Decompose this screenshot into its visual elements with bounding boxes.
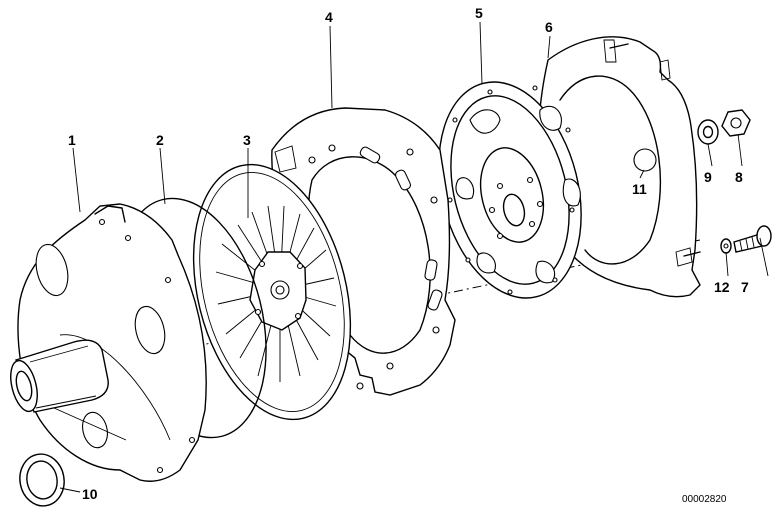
part-1-input-shaft — [10, 339, 109, 413]
callout-11: 11 — [632, 181, 647, 197]
callout-7: 7 — [741, 279, 749, 295]
callout-4: 4 — [325, 9, 333, 25]
callout-labels: 1 2 3 4 5 6 7 8 9 10 11 12 — [68, 5, 749, 502]
callout-10: 10 — [82, 486, 98, 502]
part-10-seal-ring — [19, 453, 65, 507]
callout-2: 2 — [156, 132, 164, 148]
callout-3: 3 — [243, 132, 251, 148]
drawing-reference-number: 00002820 — [682, 494, 727, 505]
part-7-bolt — [733, 225, 772, 253]
part-8-nut — [721, 109, 751, 137]
leader-lines — [59, 21, 769, 493]
part-9-washer — [697, 119, 719, 145]
part-3-clutch-disc — [192, 163, 352, 421]
callout-6: 6 — [545, 19, 553, 35]
callout-8: 8 — [735, 169, 743, 185]
callout-1: 1 — [68, 132, 76, 148]
callout-12: 12 — [714, 279, 730, 295]
callout-9: 9 — [704, 169, 712, 185]
callout-5: 5 — [475, 5, 483, 21]
part-12-lock-washer — [720, 238, 732, 254]
part-1-bell-housing — [17, 203, 207, 482]
